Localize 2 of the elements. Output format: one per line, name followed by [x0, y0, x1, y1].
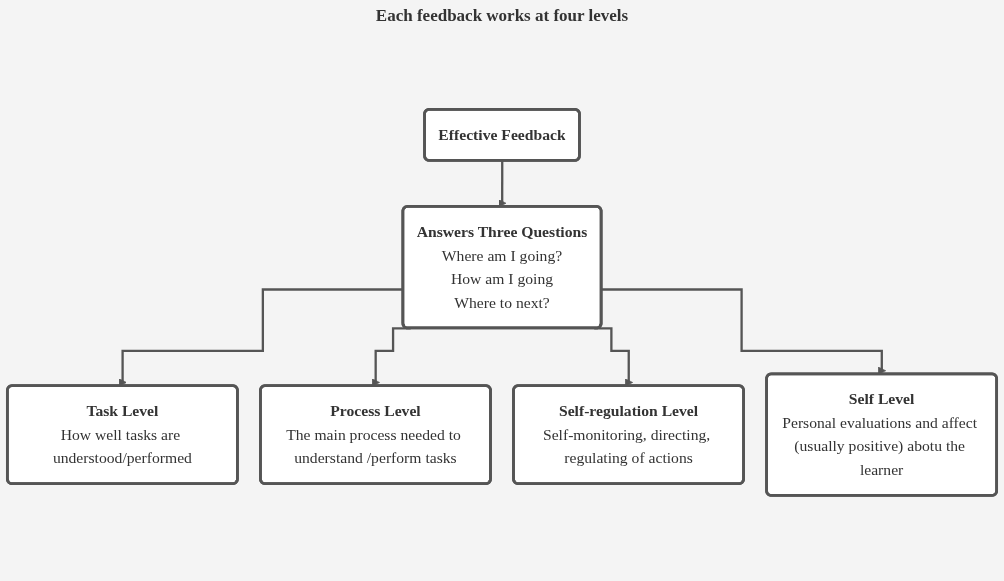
annotation-text: Each feedback works at four levels: [375, 6, 629, 25]
arrow: [601, 288, 887, 375]
